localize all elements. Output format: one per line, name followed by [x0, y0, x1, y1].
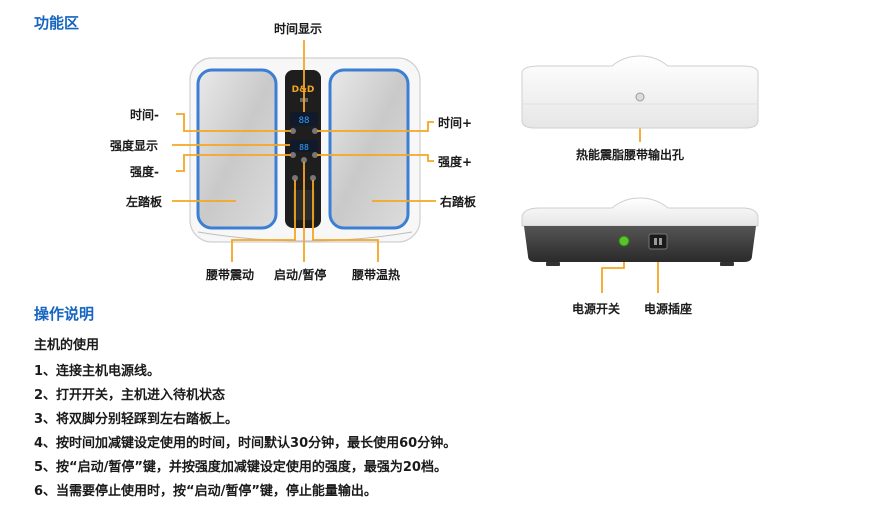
- power-switch-icon: [618, 235, 630, 247]
- device-side-view-back: [521, 197, 759, 266]
- svg-text:88: 88: [299, 143, 309, 152]
- svg-text:88: 88: [299, 116, 310, 126]
- left-pedal: [196, 68, 278, 230]
- time-plus-key: [312, 128, 318, 134]
- label-time-minus: 时间-: [130, 108, 159, 122]
- label-strength-display: 强度显示: [110, 139, 159, 153]
- label-left-pedal: 左踏板: [126, 195, 163, 209]
- right-pedal: [328, 68, 410, 230]
- label-time-plus: 时间+: [438, 116, 473, 130]
- step-item-3: 3、将双脚分别轻踩到左右踏板上。: [34, 412, 239, 427]
- leader-lines: [172, 40, 659, 293]
- step-item-2: 2、打开开关，主机进入待机状态: [34, 388, 226, 403]
- step-item-6: 6、当需要停止使用时，按“启动/暂停”键，停止能量输出。: [34, 484, 377, 499]
- section-title-function: 功能区: [34, 14, 80, 32]
- waist-heat-key: [310, 175, 316, 181]
- power-socket-icon: [648, 233, 668, 250]
- panel-brand: D&D: [292, 85, 315, 95]
- device-top-view: 88 88: [189, 57, 421, 243]
- strength-minus-key: [290, 152, 296, 158]
- label-strength-plus: 强度+: [438, 155, 473, 169]
- main-usage-title: 主机的使用: [34, 338, 100, 353]
- label-right-pedal: 右踏板: [440, 195, 477, 209]
- section-title-operation: 操作说明: [34, 305, 95, 323]
- device-side-view-front: [521, 55, 759, 129]
- time-minus-key: [290, 128, 296, 134]
- step-item-1: 1、连接主机电源线。: [34, 364, 161, 379]
- step-item-5: 5、按“启动/暂停”键，并按强度加减键设定使用的强度，最强为20档。: [34, 460, 447, 475]
- label-belt-port: 热能震脂腰带输出孔: [576, 148, 685, 162]
- label-strength-minus: 强度-: [130, 165, 159, 179]
- strength-plus-key: [312, 152, 318, 158]
- label-power-switch: 电源开关: [572, 302, 621, 316]
- waist-vibration-key: [292, 175, 298, 181]
- label-waist-vibration: 腰带震动: [206, 268, 255, 282]
- label-power-socket: 电源插座: [644, 302, 693, 316]
- label-start-pause: 启动/暂停: [274, 268, 327, 282]
- belt-port-icon: [635, 92, 645, 102]
- start-pause-key: [301, 157, 307, 163]
- step-item-4: 4、按时间加减键设定使用的时间，时间默认30分钟，最长使用60分钟。: [34, 436, 457, 451]
- label-time-display: 时间显示: [274, 22, 323, 36]
- label-waist-heat: 腰带温热: [352, 268, 401, 282]
